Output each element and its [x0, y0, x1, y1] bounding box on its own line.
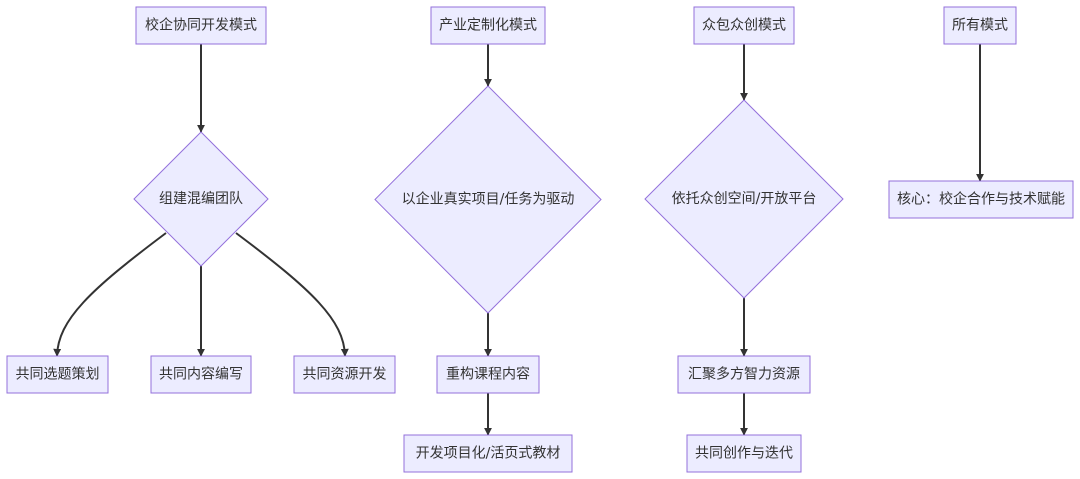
node-label: 产业定制化模式 [439, 18, 537, 34]
node-resource-dev: 共同资源开发 [293, 355, 396, 394]
node-label: 组建混编团队 [159, 191, 243, 207]
node-mixed-team-decision: 组建混编团队 [133, 131, 269, 267]
node-label: 以企业真实项目/任务为驱动 [402, 191, 575, 208]
node-gather-intelligence: 汇聚多方智力资源 [677, 355, 811, 394]
node-label: 开发项目化/活页式教材 [416, 446, 561, 462]
node-label: 共同选题策划 [16, 366, 100, 383]
node-school-enterprise-mode: 校企协同开发模式 [135, 6, 267, 45]
node-industry-custom-mode: 产业定制化模式 [430, 6, 546, 45]
node-restructure-course: 重构课程内容 [436, 355, 540, 394]
node-label: 核心：校企合作与技术赋能 [897, 191, 1065, 208]
node-label: 重构课程内容 [446, 366, 530, 383]
edge-team-to-resource [235, 232, 349, 357]
node-label: 校企协同开发模式 [145, 17, 257, 34]
node-label: 共同创作与迭代 [695, 446, 793, 462]
node-label: 所有模式 [952, 18, 1008, 34]
edge-team-to-topic [53, 232, 167, 357]
node-crowd-platform-decision: 依托众创空间/开放平台 [644, 99, 844, 299]
node-label: 依托众创空间/开放平台 [672, 191, 817, 207]
node-project-driven-decision: 以企业真实项目/任务为驱动 [374, 85, 602, 314]
node-label: 众包众创模式 [702, 18, 786, 34]
node-project-textbook: 开发项目化/活页式教材 [403, 434, 573, 473]
node-crowd-mode: 众包众创模式 [693, 6, 795, 45]
node-label: 共同资源开发 [303, 367, 387, 383]
node-content-writing: 共同内容编写 [150, 355, 252, 394]
node-topic-planning: 共同选题策划 [6, 355, 109, 394]
node-core-empower: 核心：校企合作与技术赋能 [888, 180, 1074, 219]
edges [53, 44, 984, 436]
node-label: 汇聚多方智力资源 [688, 366, 800, 383]
node-all-modes: 所有模式 [943, 6, 1017, 45]
node-co-create-iterate: 共同创作与迭代 [686, 434, 802, 473]
node-label: 共同内容编写 [159, 366, 243, 383]
